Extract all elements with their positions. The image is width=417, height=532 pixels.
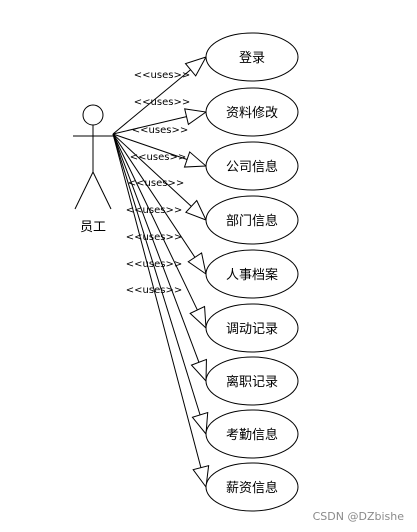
association-5: <<uses>> (112, 133, 207, 276)
uses-stereotype-label: <<uses>> (128, 178, 184, 189)
association-line (112, 116, 187, 135)
uses-stereotype-label: <<uses>> (134, 97, 190, 108)
association-layer: <<uses>> <<uses>> <<uses>> <<uses>> <<uses>>… (112, 56, 210, 489)
use-case-label: 资料修改 (226, 106, 278, 121)
uses-stereotype-label: <<uses>> (126, 205, 182, 216)
use-case-label: 考勤信息 (226, 427, 278, 443)
uses-stereotype-label: <<uses>> (134, 70, 190, 81)
use-case-label: 薪资信息 (226, 480, 278, 496)
actor-right-leg (92, 171, 112, 210)
use-case-oval[interactable] (205, 141, 299, 191)
association-6: <<uses>> (112, 133, 207, 330)
use-case-9[interactable]: 薪资信息 (205, 462, 299, 512)
actor-name: 员工 (80, 220, 106, 235)
association-line (112, 69, 191, 135)
association-line (112, 133, 200, 363)
use-case-oval[interactable] (205, 87, 299, 137)
use-case-8[interactable]: 考勤信息 (205, 409, 299, 459)
use-case-1[interactable]: 登录 (205, 32, 299, 82)
association-line (112, 133, 188, 160)
association-2: <<uses>> (112, 97, 208, 135)
association-arrowhead (183, 151, 208, 168)
association-arrowhead (191, 411, 209, 436)
use-case-oval[interactable] (205, 195, 299, 245)
actor-left-leg (74, 171, 94, 210)
use-case-label: 人事档案 (226, 268, 278, 283)
use-case-label: 登录 (239, 51, 265, 66)
uses-stereotype-label: <<uses>> (126, 259, 182, 270)
use-case-3[interactable]: 公司信息 (205, 141, 299, 191)
association-arrowhead (184, 108, 208, 126)
association-line (112, 133, 192, 207)
uses-stereotype-label: <<uses>> (126, 232, 182, 243)
uses-stereotype-label: <<uses>> (130, 152, 186, 163)
use-case-oval[interactable] (205, 32, 299, 82)
association-line (112, 133, 198, 311)
association-8: <<uses>> (112, 133, 209, 436)
association-9: <<uses>> (112, 133, 210, 489)
association-arrowhead (192, 464, 210, 489)
use-case-5[interactable]: 人事档案 (205, 249, 299, 299)
actor-head (82, 104, 104, 126)
use-case-oval[interactable] (205, 303, 299, 353)
association-arrowhead (185, 199, 207, 221)
use-case-oval[interactable] (205, 356, 299, 406)
association-1: <<uses>> (112, 56, 208, 135)
use-case-label: 调动记录 (226, 322, 278, 337)
use-case-oval[interactable] (205, 409, 299, 459)
use-case-oval[interactable] (205, 462, 299, 512)
association-line (112, 133, 201, 416)
use-case-label: 离职记录 (226, 374, 278, 390)
use-case-label: 部门信息 (226, 213, 278, 229)
association-arrowhead (184, 56, 208, 77)
association-arrowhead (189, 305, 207, 330)
use-case-4[interactable]: 部门信息 (205, 195, 299, 245)
use-case-2[interactable]: 资料修改 (205, 87, 299, 137)
uses-stereotype-label: <<uses>> (132, 125, 188, 136)
association-arrowhead (190, 358, 207, 383)
association-7: <<uses>> (112, 133, 207, 383)
use-case-label: 公司信息 (226, 159, 278, 175)
association-arrowhead (187, 252, 207, 276)
uses-stereotype-label: <<uses>> (126, 285, 182, 296)
association-4: <<uses>> (112, 133, 207, 221)
actor-figure: 员工 (73, 104, 113, 235)
association-line (112, 133, 202, 468)
association-line (112, 133, 196, 258)
use-case-7[interactable]: 离职记录 (205, 356, 299, 406)
watermark: CSDN @DZbishe (313, 510, 405, 523)
association-3: <<uses>> (112, 125, 208, 168)
use-case-oval[interactable] (205, 249, 299, 299)
use-case-6[interactable]: 调动记录 (205, 303, 299, 353)
